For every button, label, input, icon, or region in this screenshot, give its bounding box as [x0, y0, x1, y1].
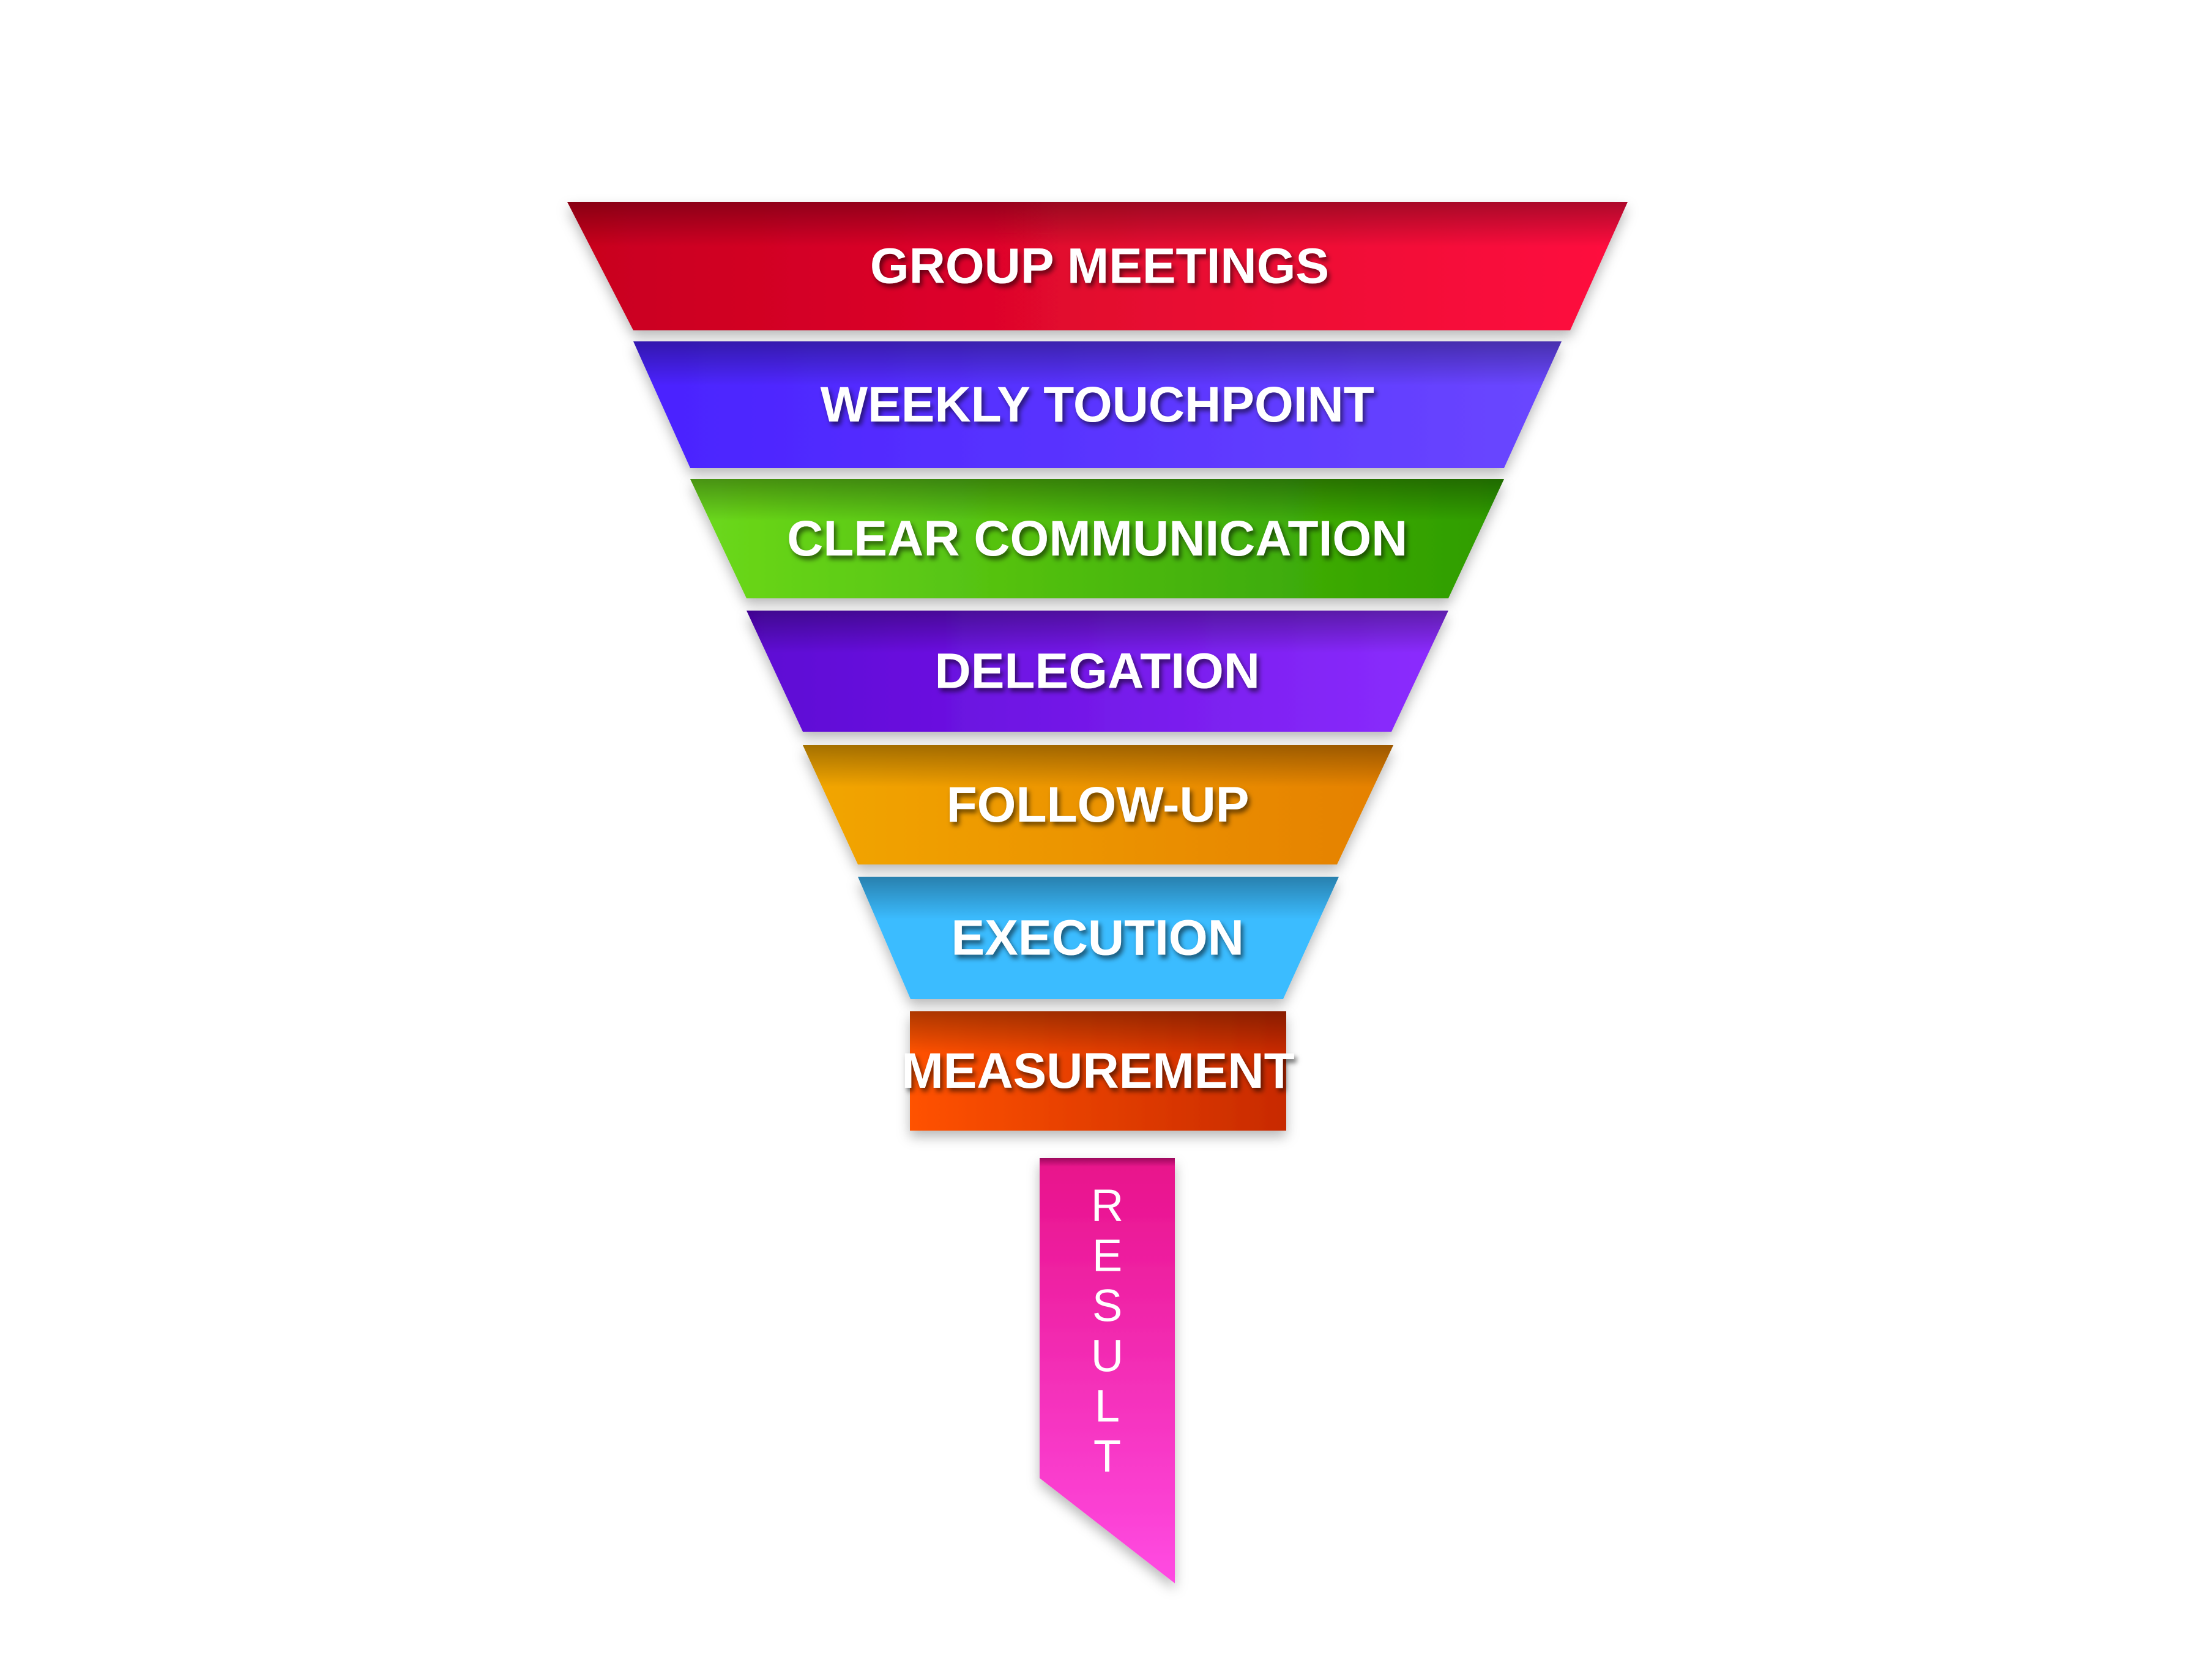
result-letter: L: [1095, 1381, 1120, 1432]
funnel-stage-measurement: MEASUREMENT: [901, 1011, 1295, 1131]
result-ribbon-shape: [1040, 1158, 1175, 1583]
funnel-stages: GROUP MEETINGS WEEKLY TOUCHPOINT CLEAR COM…: [567, 202, 1628, 1131]
result-letter: E: [1092, 1230, 1122, 1281]
funnel-stage-execution: EXECUTION: [858, 877, 1339, 999]
funnel-stage-shade: [910, 1011, 1286, 1131]
result-ribbon-shade: [1040, 1158, 1175, 1183]
result-letter: U: [1091, 1331, 1123, 1381]
funnel-stage-label: MEASUREMENT: [901, 1043, 1294, 1099]
funnel-stage-shade: [858, 877, 1339, 999]
funnel-stage-label: FOLLOW-UP: [947, 777, 1250, 833]
funnel-stage-weekly-touchpoint: WEEKLY TOUCHPOINT: [633, 341, 1562, 468]
funnel-stage-follow-up: FOLLOW-UP: [803, 745, 1393, 864]
funnel-stage-label: CLEAR COMMUNICATION: [787, 511, 1407, 567]
funnel-stage-shade: [803, 745, 1393, 864]
result-letter: T: [1093, 1431, 1121, 1482]
funnel-stage-group-meetings: GROUP MEETINGS: [567, 202, 1628, 330]
funnel-stage-label: GROUP MEETINGS: [870, 239, 1329, 294]
funnel-stage-clear-communication: CLEAR COMMUNICATION: [690, 479, 1504, 598]
funnel-stage-delegation: DELEGATION: [747, 611, 1448, 732]
result-letter: R: [1091, 1180, 1123, 1231]
funnel-stage-shade: [747, 611, 1448, 732]
funnel-stage-shade: [567, 202, 1628, 330]
funnel-stage-label: EXECUTION: [952, 910, 1244, 966]
funnel-stage-label: DELEGATION: [935, 644, 1260, 699]
funnel-stage-shade: [690, 479, 1504, 598]
result-letter: S: [1092, 1280, 1122, 1331]
funnel-stage-shade: [633, 341, 1562, 468]
funnel-stage-label: WEEKLY TOUCHPOINT: [821, 377, 1374, 433]
